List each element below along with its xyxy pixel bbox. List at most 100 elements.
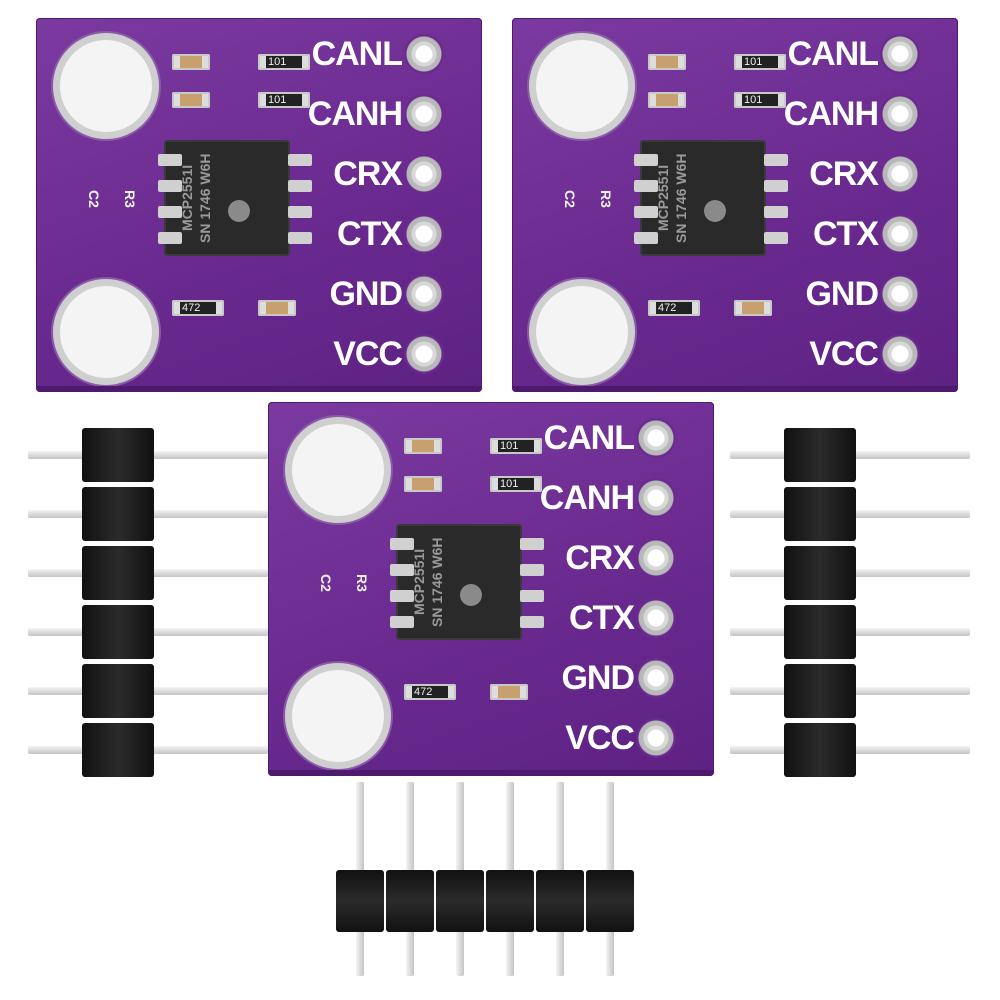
header-block [536,870,584,932]
capacitor [172,54,210,70]
microchip-logo-icon [704,200,726,222]
chip-pin [634,180,658,192]
solder-pad [880,274,920,314]
header-block [784,723,856,777]
chip-pin [634,232,658,244]
resistor-code: 101 [268,56,287,68]
pin-label: CRX [333,155,403,193]
mounting-hole [536,40,628,132]
chip-pin [288,206,312,218]
pin-label: GND [329,275,403,313]
pin-label: CTX [569,599,635,637]
silkscreen-label: C2 [318,574,334,592]
pin-label: CANL [543,419,635,457]
pin-label: CRX [565,539,635,577]
silkscreen-label: R3 [354,574,370,592]
resistor-code: 101 [744,56,763,68]
mcp2551-chip: MCP2551I SN 1746 W6H [396,524,522,640]
solder-pad [636,418,676,458]
can-transceiver-board: 101 101 MCP2551I SN 1746 W6H C2 R3 472 C… [268,402,714,776]
chip-pin [390,538,414,550]
header-block [784,487,856,541]
mcp2551-chip: MCP2551I SN 1746 W6H [640,140,766,256]
header-block [336,870,384,932]
resistor-code: 472 [658,302,677,314]
pin-label: CTX [813,215,879,253]
chip-pin [634,206,658,218]
chip-pin [390,616,414,628]
chip-pin [520,590,544,602]
solder-pad [404,334,444,374]
solder-pad [404,214,444,254]
header-block [784,428,856,482]
chip-pin [390,590,414,602]
capacitor [490,684,528,700]
solder-pad [404,94,444,134]
header-block [82,487,154,541]
chip-lot-code: SN 1746 W6H [673,153,689,243]
mounting-hole [536,286,628,378]
can-transceiver-board: 101 101 MCP2551I SN 1746 W6H C2 R3 472 C… [36,18,482,392]
resistor: 101 [734,54,786,70]
header-block [436,870,484,932]
header-block [82,664,154,718]
resistor-code: 472 [414,686,433,698]
resistor-code: 101 [268,94,287,106]
resistor: 472 [404,684,456,700]
chip-pin [520,564,544,576]
header-block [386,870,434,932]
capacitor [258,300,296,316]
resistor: 472 [172,300,224,316]
chip-pin [288,154,312,166]
chip-pin [158,232,182,244]
microchip-logo-icon [228,200,250,222]
header-block [82,605,154,659]
solder-pad [636,598,676,638]
pin-label: CANL [787,35,879,73]
pin-label: CANH [307,95,403,133]
chip-pin [764,232,788,244]
chip-lot-code: SN 1746 W6H [429,537,445,627]
chip-pin [520,616,544,628]
header-block [784,605,856,659]
silkscreen-label: C2 [562,190,578,208]
capacitor [172,92,210,108]
solder-pad [404,154,444,194]
capacitor [648,92,686,108]
chip-pin [288,232,312,244]
solder-pad [636,478,676,518]
header-block [586,870,634,932]
silkscreen-label: R3 [122,190,138,208]
resistor-code: 101 [744,94,763,106]
resistor: 472 [648,300,700,316]
resistor: 101 [258,92,310,108]
capacitor [734,300,772,316]
microchip-logo-icon [460,584,482,606]
mounting-hole [60,40,152,132]
header-block [784,546,856,600]
resistor-code: 472 [182,302,201,314]
pin-label: CRX [809,155,879,193]
pin-label: VCC [565,719,635,757]
chip-lot-code: SN 1746 W6H [197,153,213,243]
header-block [784,664,856,718]
capacitor [648,54,686,70]
capacitor [404,438,442,454]
chip-pin [288,180,312,192]
chip-pin [158,180,182,192]
solder-pad [636,658,676,698]
mcp2551-chip: MCP2551I SN 1746 W6H [164,140,290,256]
resistor: 101 [258,54,310,70]
solder-pad [636,718,676,758]
chip-pin [158,154,182,166]
chip-marking: MCP2551I SN 1746 W6H [654,150,752,246]
header-block [82,546,154,600]
mounting-hole [292,670,384,762]
chip-marking: MCP2551I SN 1746 W6H [410,534,508,630]
solder-pad [880,214,920,254]
chip-pin [764,206,788,218]
pin-label: CANL [311,35,403,73]
mounting-hole [60,286,152,378]
chip-pin [158,206,182,218]
solder-pad [404,274,444,314]
